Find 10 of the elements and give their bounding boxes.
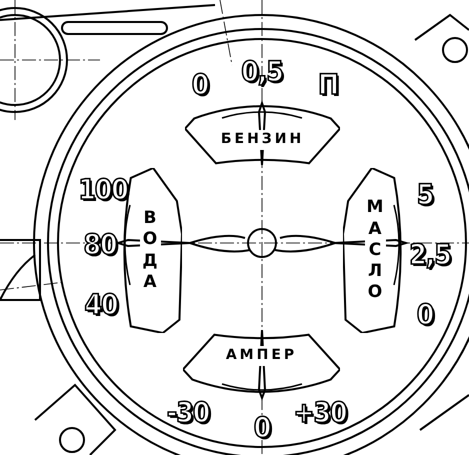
scale-number: 0: [416, 301, 434, 329]
scale-number: 2,5: [409, 241, 451, 269]
scale-number: 5: [416, 181, 434, 209]
scale-number: 40: [84, 291, 118, 319]
scale-number: 0: [192, 71, 208, 99]
scale-number: П: [318, 71, 338, 99]
scale-number: -30: [166, 399, 210, 427]
scale-number: 0: [254, 414, 270, 442]
scale-number: +30: [293, 399, 347, 427]
scale-number: 100: [78, 176, 128, 204]
